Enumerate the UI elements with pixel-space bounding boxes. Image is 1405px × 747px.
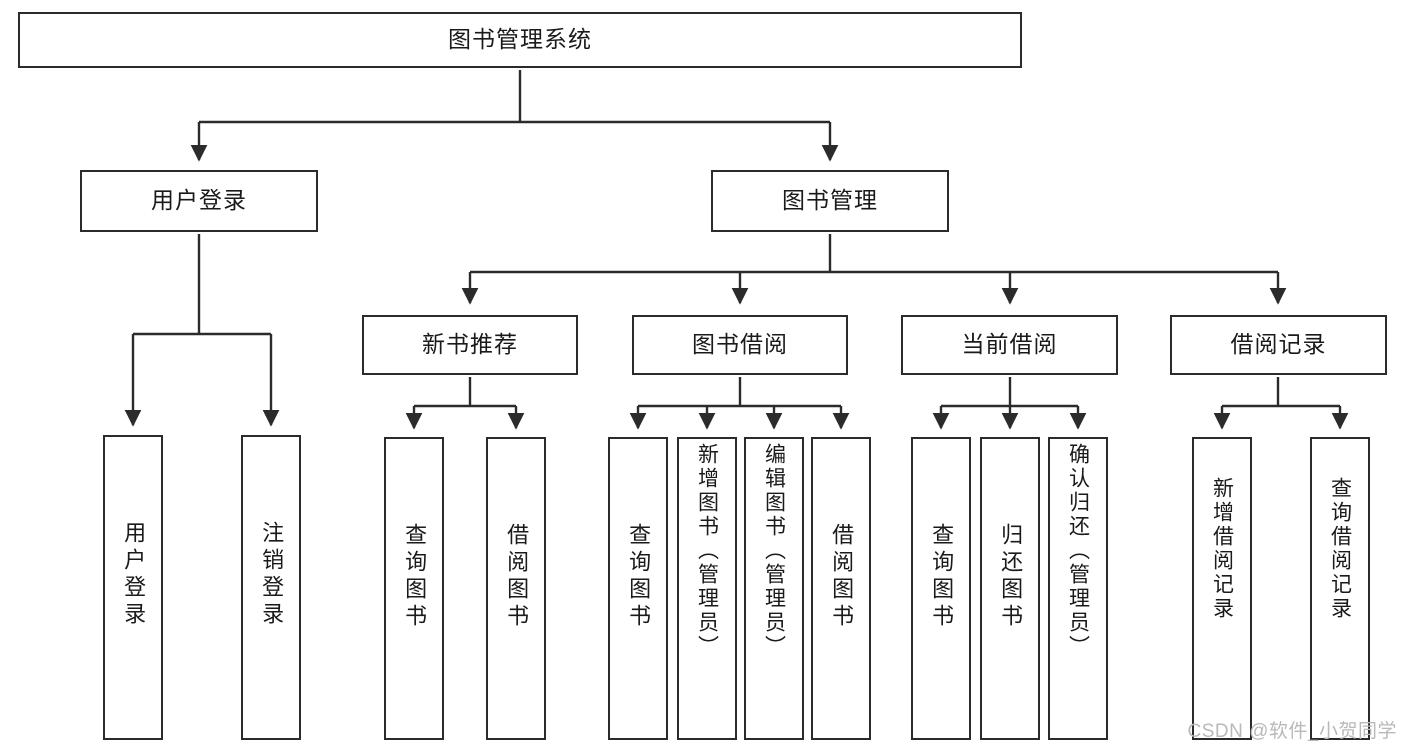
watermark-text: CSDN @软件_小贺同学 <box>1187 721 1397 742</box>
node-label: 查询图书 <box>626 523 652 631</box>
node-label: 用户登录 <box>121 521 147 629</box>
node-label: 查询图书 <box>402 523 428 631</box>
node-borrow-record[interactable]: 借阅记录 <box>1170 315 1387 375</box>
node-book-management[interactable]: 图书管理 <box>711 170 949 232</box>
node-label: 查询图书 <box>929 523 955 631</box>
node-label: 新书推荐 <box>422 331 518 358</box>
node-root-system[interactable]: 图书管理系统 <box>18 12 1022 68</box>
node-user-login[interactable]: 用户登录 <box>80 170 318 232</box>
node-new-book-recommend[interactable]: 新书推荐 <box>362 315 578 375</box>
leaf-borrow-query-book[interactable]: 查询图书 <box>608 437 668 740</box>
node-label: 确认归还（管理员） <box>1066 443 1090 659</box>
node-label: 用户登录 <box>151 187 247 214</box>
node-label: 编辑图书（管理员） <box>762 443 786 659</box>
node-label: 新增图书（管理员） <box>695 443 719 659</box>
leaf-record-query-record[interactable]: 查询借阅记录 <box>1310 437 1370 740</box>
leaf-current-return-book[interactable]: 归还图书 <box>980 437 1040 740</box>
node-label: 图书管理 <box>782 187 878 214</box>
node-label: 借阅图书 <box>829 523 855 631</box>
node-label: 借阅图书 <box>504 523 530 631</box>
node-label: 新增借阅记录 <box>1210 477 1234 621</box>
leaf-recommend-query-book[interactable]: 查询图书 <box>384 437 444 740</box>
node-label: 图书管理系统 <box>448 26 592 53</box>
leaf-user-login-login[interactable]: 用户登录 <box>103 435 163 740</box>
leaf-borrow-add-book-admin[interactable]: 新增图书（管理员） <box>677 437 737 740</box>
node-label: 注销登录 <box>259 521 285 629</box>
leaf-borrow-borrow-book[interactable]: 借阅图书 <box>811 437 871 740</box>
leaf-borrow-edit-book-admin[interactable]: 编辑图书（管理员） <box>744 437 804 740</box>
leaf-recommend-borrow-book[interactable]: 借阅图书 <box>486 437 546 740</box>
node-label: 查询借阅记录 <box>1328 477 1352 621</box>
node-label: 借阅记录 <box>1230 331 1327 358</box>
node-book-borrow[interactable]: 图书借阅 <box>632 315 848 375</box>
node-current-borrow[interactable]: 当前借阅 <box>901 315 1118 375</box>
node-label: 归还图书 <box>998 523 1024 631</box>
leaf-current-query-book[interactable]: 查询图书 <box>911 437 971 740</box>
node-label: 图书借阅 <box>692 331 788 358</box>
leaf-record-add-record[interactable]: 新增借阅记录 <box>1192 437 1252 740</box>
leaf-user-login-logout[interactable]: 注销登录 <box>241 435 301 740</box>
node-label: 当前借阅 <box>961 331 1058 358</box>
leaf-current-confirm-return-admin[interactable]: 确认归还（管理员） <box>1048 437 1108 740</box>
